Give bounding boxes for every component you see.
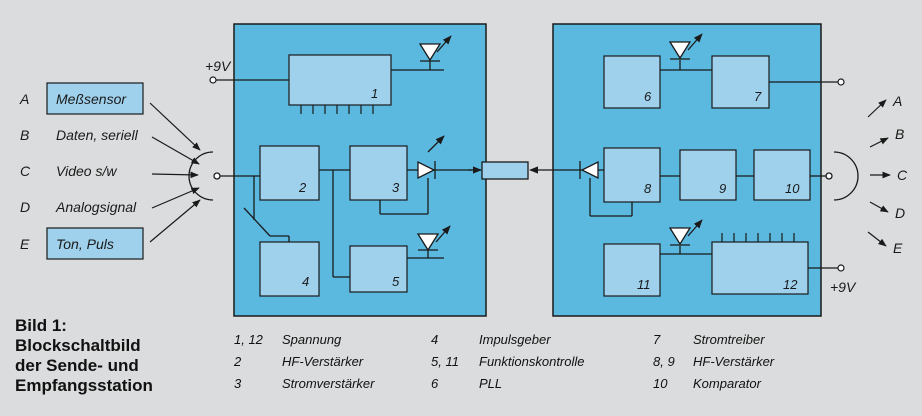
tx-antenna-icon [188, 151, 221, 201]
led-icon [668, 219, 703, 246]
source-arrows [149, 102, 201, 243]
svg-text:10: 10 [785, 181, 800, 196]
optical-link [468, 161, 570, 180]
block-7: 7 [711, 55, 770, 109]
svg-text:D: D [20, 199, 30, 215]
svg-text:B: B [20, 127, 29, 143]
svg-text:4: 4 [302, 274, 309, 289]
svg-text:7: 7 [754, 89, 762, 104]
source-labels: A Meßsensor B Daten, seriell C Video s/w… [19, 91, 139, 252]
block-1: 1 [288, 54, 392, 114]
block-3: 3 [349, 145, 408, 201]
block-10: 10 [753, 149, 811, 201]
supply-terminal: +9V [830, 264, 857, 295]
block-9: 9 [679, 149, 737, 201]
output-arrows [867, 99, 891, 247]
svg-text:Ton, Puls: Ton, Puls [56, 236, 114, 252]
supply-terminal: +9V [205, 58, 232, 84]
block-2: 2 [259, 145, 320, 201]
svg-text:Daten, seriell: Daten, seriell [56, 127, 139, 143]
caption-line: Bild 1: [15, 316, 67, 335]
led-icon [416, 225, 451, 252]
svg-text:11: 11 [637, 277, 651, 292]
rx-antenna-icon [825, 151, 859, 201]
svg-text:B: B [895, 126, 904, 142]
block-12: 12 [711, 233, 809, 295]
svg-text:12: 12 [783, 277, 798, 292]
svg-text:Analogsignal: Analogsignal [55, 199, 137, 215]
svg-text:8: 8 [644, 181, 652, 196]
svg-text:9: 9 [719, 181, 726, 196]
led-icon [579, 160, 599, 180]
svg-text:+9V: +9V [205, 58, 232, 74]
block-6: 6 [603, 55, 661, 109]
source-box-a [46, 82, 144, 115]
caption-line: Empfangsstation [15, 376, 153, 395]
block-11: 11 [603, 243, 661, 297]
block-4: 4 [259, 241, 320, 297]
svg-text:C: C [20, 163, 31, 179]
svg-text:6: 6 [644, 89, 652, 104]
figure-caption: Bild 1: Blockschaltbild der Sende- und E… [15, 316, 153, 396]
svg-text:Meßsensor: Meßsensor [56, 91, 127, 107]
svg-text:1: 1 [371, 86, 378, 101]
svg-text:E: E [893, 240, 903, 256]
led-icon [668, 33, 703, 60]
caption-line: der Sende- und [15, 356, 139, 375]
output-labels: A B C D E [892, 93, 908, 256]
block-5: 5 [349, 245, 408, 293]
svg-text:2: 2 [298, 180, 307, 195]
svg-text:5: 5 [392, 274, 400, 289]
svg-text:D: D [895, 205, 905, 221]
output-terminal [837, 78, 845, 86]
svg-text:+9V: +9V [830, 279, 857, 295]
svg-text:A: A [892, 93, 902, 109]
led-icon [417, 135, 445, 180]
svg-text:3: 3 [392, 180, 400, 195]
tx-wiring [216, 61, 472, 278]
svg-text:Video s/w: Video s/w [56, 163, 117, 179]
svg-text:C: C [897, 167, 908, 183]
block-8: 8 [603, 147, 661, 203]
caption-line: Blockschaltbild [15, 336, 141, 355]
svg-text:E: E [20, 236, 30, 252]
source-box-e [46, 227, 144, 260]
led-icon [418, 35, 452, 62]
svg-text:A: A [19, 91, 29, 107]
